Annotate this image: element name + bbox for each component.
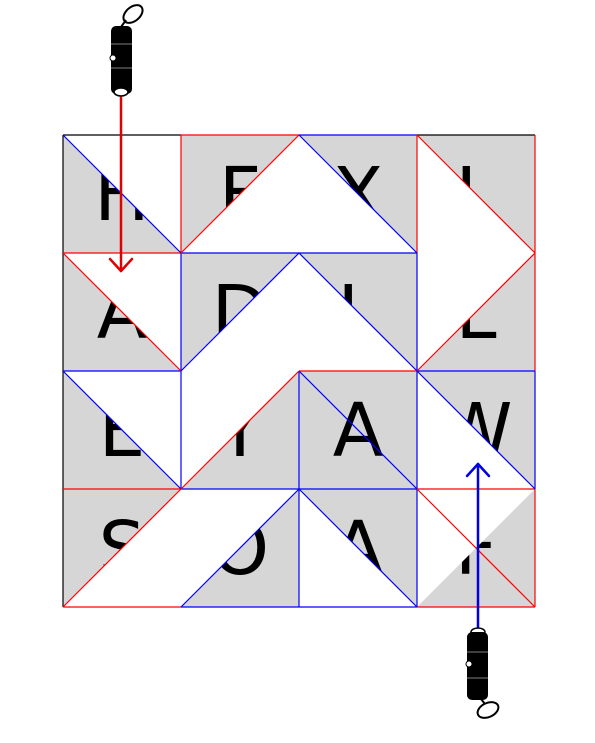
emitter-link [120, 19, 127, 28]
mirror [180, 488, 300, 608]
mirror [298, 252, 418, 372]
mirror [298, 370, 418, 490]
mirror [62, 488, 182, 608]
red-laser-beam [108, 90, 134, 273]
white-region [181, 135, 417, 253]
mirror [62, 252, 182, 372]
mirror [180, 252, 300, 372]
mirror [298, 488, 418, 608]
key-ring-icon [476, 701, 500, 719]
mirror [416, 370, 536, 490]
blue-laser-beam [465, 462, 491, 636]
mirror [416, 134, 536, 254]
arrow-head-up [465, 462, 491, 478]
laser-emitter-bottom[interactable] [465, 627, 501, 721]
emitter-body [111, 26, 132, 94]
white-region [417, 135, 535, 371]
mirror [416, 252, 536, 372]
mirror [416, 488, 536, 608]
mirror [298, 134, 418, 254]
grid-lines [62, 134, 536, 608]
white-region [63, 489, 299, 607]
mirror [180, 370, 300, 490]
emitter-lens [113, 87, 129, 97]
emitter-button [465, 660, 473, 668]
mirror [62, 370, 182, 490]
emitter-body [467, 632, 488, 700]
mirror [180, 134, 300, 254]
emitter-button [109, 54, 117, 62]
arrow-head-down [108, 257, 134, 273]
laser-emitter-top[interactable] [109, 2, 146, 97]
